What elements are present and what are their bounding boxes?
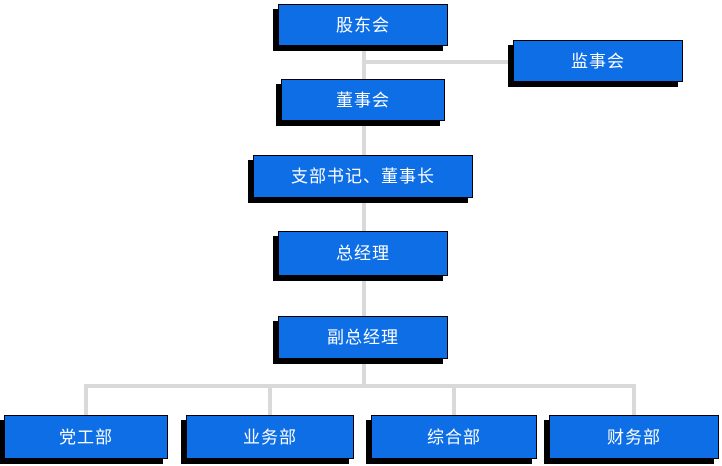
node-label: 业务部 [243,427,297,447]
node-deputy-general-manager: 副总经理 [278,316,448,359]
node-label: 综合部 [427,427,481,447]
node-label: 副总经理 [327,328,399,347]
connector-secretary-gm [362,196,366,233]
connector-bus-party-work-dept [84,386,88,416]
node-party-work-dept: 党工部 [4,415,168,459]
connector-bus-finance-dept [632,386,636,416]
node-label: 财务部 [607,427,661,447]
node-label: 股东会 [336,15,390,35]
connector-dgm-bus [362,357,366,386]
node-business-dept: 业务部 [186,415,354,459]
connector-bus [84,384,636,388]
node-label: 监事会 [571,51,625,71]
node-label: 总经理 [336,244,390,263]
node-supervisory-board: 监事会 [513,40,683,82]
node-branch-secretary-chairman: 支部书记、董事长 [253,155,473,198]
node-board-of-directors: 董事会 [281,79,445,121]
node-shareholders-meeting: 股东会 [278,4,448,46]
connector-shareholders-supervisory [364,60,515,64]
connector-gm-dgm [362,274,366,318]
node-general-affairs-dept: 综合部 [371,415,537,459]
node-general-manager: 总经理 [278,231,448,276]
node-label: 支部书记、董事长 [291,167,435,186]
node-label: 党工部 [59,427,113,447]
node-finance-dept: 财务部 [549,415,719,459]
node-label: 董事会 [336,90,390,110]
connector-board-secretary [362,119,366,157]
connector-bus-business-dept [268,386,272,416]
connector-bus-general-affairs-dept [452,386,456,416]
